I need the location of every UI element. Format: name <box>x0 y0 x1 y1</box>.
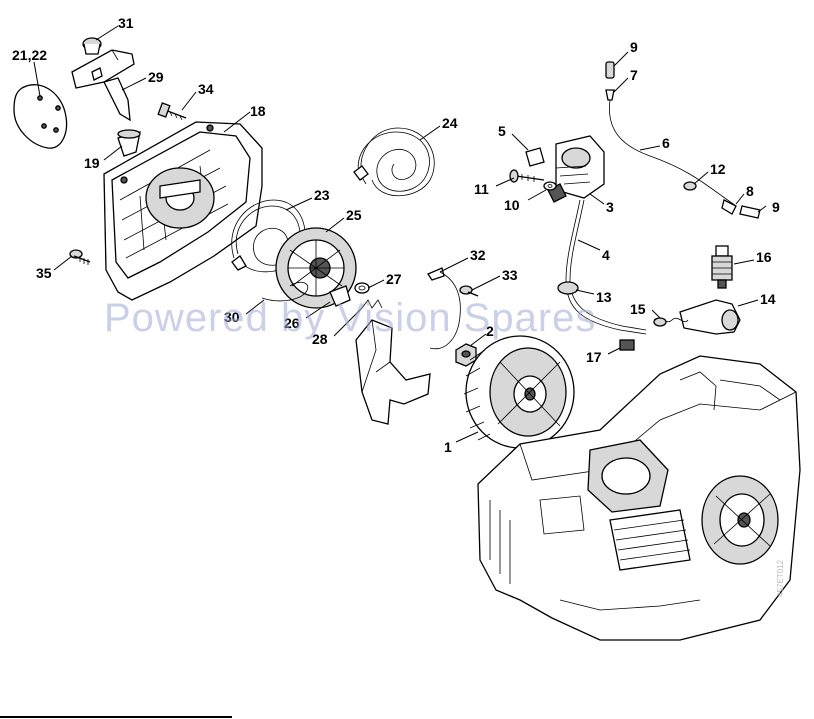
callout-18: 18 <box>250 103 266 119</box>
callout-28: 28 <box>312 331 328 347</box>
callout-30: 30 <box>224 309 240 325</box>
callout-19: 19 <box>84 155 100 171</box>
callout-10: 10 <box>504 197 520 213</box>
engine-crankcase <box>477 355 801 641</box>
callout-24: 24 <box>442 115 458 131</box>
callout-23: 23 <box>314 187 330 203</box>
callout-8: 8 <box>746 183 754 199</box>
rewind-spring-24-part <box>353 127 435 197</box>
contact-17-part <box>619 339 635 351</box>
callout-9-bottom: 9 <box>772 199 780 215</box>
callout-12: 12 <box>710 161 726 177</box>
callout-14: 14 <box>760 291 776 307</box>
starter-rope-part <box>261 281 309 302</box>
callout-27: 27 <box>386 271 402 287</box>
rope-guide-bush-part <box>117 129 141 157</box>
callout-15: 15 <box>630 301 646 317</box>
callout-13: 13 <box>596 289 612 305</box>
spring-clip-28-part <box>361 299 383 309</box>
ground-wire-part <box>427 267 461 350</box>
watermark-text: Powered by Vision Spares <box>104 296 597 340</box>
callout-3: 3 <box>606 199 614 215</box>
grip-plug-part <box>82 37 102 55</box>
ignition-module-part <box>547 135 605 203</box>
callout-17: 17 <box>586 349 602 365</box>
callout-33: 33 <box>502 267 518 283</box>
cover-disc-part <box>13 84 68 149</box>
screw-33-part <box>459 285 479 297</box>
callout-6: 6 <box>662 135 670 151</box>
spark-plug-part <box>711 245 733 289</box>
washer-10-part <box>543 181 557 191</box>
leader-lines <box>33 25 767 443</box>
rewind-spring-23-part <box>231 199 306 273</box>
callout-4: 4 <box>602 247 610 263</box>
pawl-part <box>329 285 351 307</box>
ignition-lead-part <box>565 199 647 335</box>
screw-11-part <box>509 169 545 183</box>
clip-5-part <box>525 147 545 167</box>
callout-25: 25 <box>346 207 362 223</box>
grommet-part <box>557 281 579 295</box>
callout-21-22: 21,22 <box>12 47 47 63</box>
callout-7: 7 <box>630 67 638 83</box>
short-circuit-wire-part <box>605 61 761 219</box>
flywheel-part <box>463 335 575 449</box>
callout-16: 16 <box>756 249 772 265</box>
callout-5: 5 <box>498 123 506 139</box>
fan-housing-part <box>103 121 263 301</box>
callout-32: 32 <box>470 247 486 263</box>
washer-27-part <box>354 282 370 294</box>
diagram-code: 457ET012 <box>776 560 785 597</box>
spark-plug-boot-part <box>679 299 741 335</box>
callout-9-top: 9 <box>630 39 638 55</box>
starter-grip-part <box>71 49 135 122</box>
callout-11: 11 <box>474 181 489 197</box>
callout-34: 34 <box>198 81 214 97</box>
flywheel-nut-part <box>455 343 477 367</box>
screw-34-part <box>157 102 187 121</box>
callout-1: 1 <box>444 439 452 455</box>
callout-2: 2 <box>486 323 494 339</box>
callout-31: 31 <box>118 15 134 31</box>
air-guide-shroud-part <box>355 319 431 425</box>
callout-35: 35 <box>36 265 52 281</box>
callout-26: 26 <box>284 315 300 331</box>
callout-29: 29 <box>148 69 164 85</box>
screw-35-part <box>69 249 91 265</box>
